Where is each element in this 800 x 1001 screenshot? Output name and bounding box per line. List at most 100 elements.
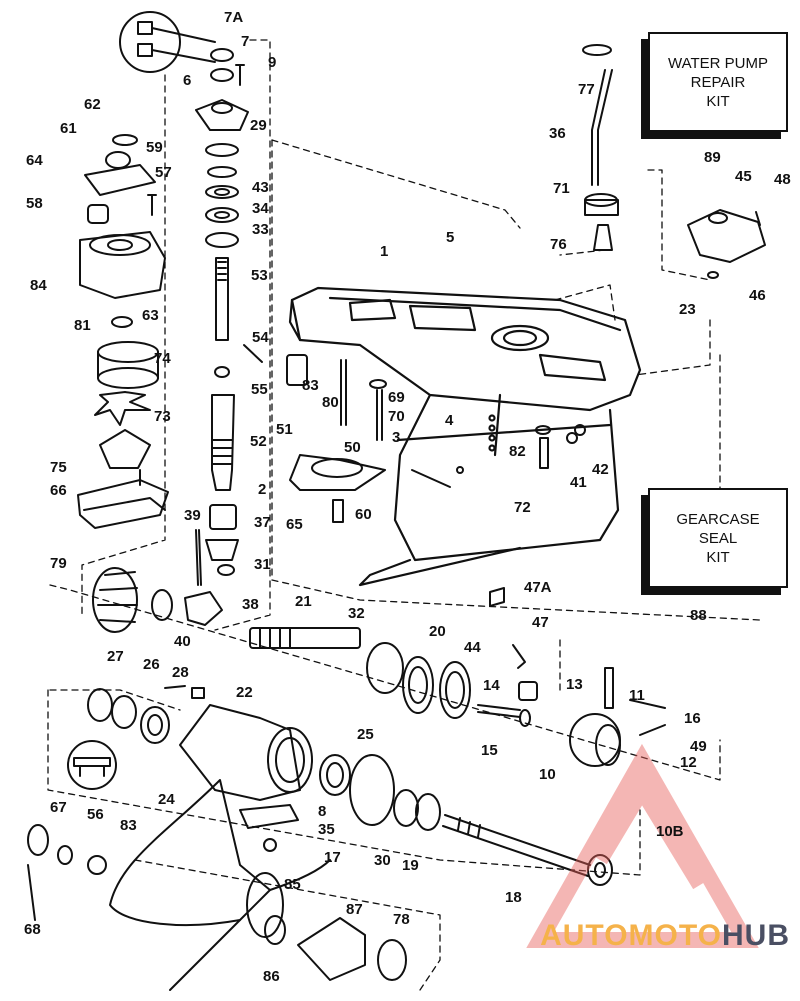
callout-89: 89 bbox=[704, 149, 721, 166]
callout: 41 bbox=[570, 474, 587, 491]
callout: 56 bbox=[87, 806, 104, 823]
callout: 13 bbox=[566, 676, 583, 693]
callout: 58 bbox=[26, 195, 43, 212]
callout: 8 bbox=[318, 803, 327, 820]
callout: 15 bbox=[481, 742, 498, 759]
callout: 20 bbox=[429, 623, 446, 640]
callout: 14 bbox=[483, 677, 500, 694]
callout: 78 bbox=[393, 911, 410, 928]
callout: 51 bbox=[276, 421, 293, 438]
gearcase-housing bbox=[288, 286, 642, 587]
callout: 77 bbox=[578, 81, 595, 98]
kit-line: WATER PUMP bbox=[668, 54, 768, 72]
callout: 67 bbox=[50, 799, 67, 816]
callout: 53 bbox=[251, 267, 268, 284]
callout-88: 88 bbox=[690, 607, 707, 624]
automotohub-logo: AUTOMOTOHUB bbox=[540, 919, 790, 953]
callout: 46 bbox=[749, 287, 766, 304]
propeller-parts bbox=[27, 779, 407, 991]
callout: 5 bbox=[446, 229, 455, 246]
callout: 10B bbox=[656, 823, 684, 840]
callout: 43 bbox=[252, 179, 269, 196]
callout: 66 bbox=[50, 482, 67, 499]
callout: 80 bbox=[322, 394, 339, 411]
callout: 87 bbox=[346, 901, 363, 918]
callout: 82 bbox=[509, 443, 526, 460]
callout: 21 bbox=[295, 593, 312, 610]
callout: 55 bbox=[251, 381, 268, 398]
callout: 17 bbox=[324, 849, 341, 866]
callout: 36 bbox=[549, 125, 566, 142]
callout: 52 bbox=[250, 433, 267, 450]
callout: 68 bbox=[24, 921, 41, 938]
logo-text-part1: AUTOMOTO bbox=[540, 919, 722, 952]
callout: 42 bbox=[592, 461, 609, 478]
callout: 7 bbox=[241, 33, 250, 50]
callout: 32 bbox=[348, 605, 365, 622]
callout: 50 bbox=[344, 439, 361, 456]
callout: 1 bbox=[380, 243, 389, 260]
water-pump-parts bbox=[77, 11, 263, 586]
logo-text-part2: HUB bbox=[722, 919, 790, 952]
callout: 16 bbox=[684, 710, 701, 727]
center-parts bbox=[286, 354, 586, 607]
callout: 85 bbox=[284, 876, 301, 893]
kit-line: GEARCASE bbox=[676, 510, 760, 528]
callout: 79 bbox=[50, 555, 67, 572]
callout: 84 bbox=[30, 277, 47, 294]
water-pump-repair-kit-box: WATER PUMP REPAIR KIT bbox=[648, 32, 788, 132]
callout: 47 bbox=[532, 614, 549, 631]
callout: 2 bbox=[258, 481, 267, 498]
callout: 11 bbox=[629, 687, 645, 704]
callout: 28 bbox=[172, 664, 189, 681]
callout: 19 bbox=[402, 857, 419, 874]
callout: 86 bbox=[263, 968, 280, 985]
callout: 83 bbox=[302, 377, 319, 394]
callout: 24 bbox=[158, 791, 175, 808]
kit-line: KIT bbox=[706, 548, 730, 566]
callout: 35 bbox=[318, 821, 335, 838]
gear-shaft-parts bbox=[92, 567, 666, 767]
callout: 81 bbox=[74, 317, 91, 334]
callout: 76 bbox=[550, 236, 567, 253]
callout: 38 bbox=[242, 596, 259, 613]
callout: 47A bbox=[524, 579, 552, 596]
callout: 7A bbox=[224, 9, 244, 26]
kit-line: REPAIR bbox=[690, 73, 746, 91]
callout: 62 bbox=[84, 96, 101, 113]
watermark-triangle bbox=[526, 743, 759, 948]
kit-line: SEAL bbox=[698, 529, 738, 547]
callout: 61 bbox=[60, 120, 77, 137]
callout: 33 bbox=[252, 221, 269, 238]
callout: 3 bbox=[392, 429, 401, 446]
callout: 40 bbox=[174, 633, 191, 650]
callout: 39 bbox=[184, 507, 201, 524]
callout: 29 bbox=[250, 117, 267, 134]
callout: 64 bbox=[26, 152, 43, 169]
callout: 10 bbox=[539, 766, 556, 783]
callout: 60 bbox=[355, 506, 372, 523]
callout: 26 bbox=[143, 656, 160, 673]
callout: 23 bbox=[679, 301, 696, 318]
callout: 69 bbox=[388, 389, 405, 406]
propeller-shaft bbox=[442, 814, 613, 886]
callout: 74 bbox=[154, 350, 171, 367]
assembly-guides bbox=[47, 39, 761, 991]
callout: 83 bbox=[120, 817, 137, 834]
kit-line: KIT bbox=[706, 92, 730, 110]
callout: 48 bbox=[774, 171, 791, 188]
callout: 65 bbox=[286, 516, 303, 533]
callout: 44 bbox=[464, 639, 481, 656]
callout: 9 bbox=[268, 54, 277, 71]
callout: 12 bbox=[680, 754, 697, 771]
callout: 54 bbox=[252, 329, 269, 346]
gearcase-seal-kit-box: GEARCASE SEAL KIT bbox=[648, 488, 788, 588]
callout: 37 bbox=[254, 514, 271, 531]
callout: 45 bbox=[735, 168, 752, 185]
right-parts bbox=[582, 44, 766, 279]
callout: 34 bbox=[252, 200, 269, 217]
callout: 4 bbox=[445, 412, 454, 429]
callout: 18 bbox=[505, 889, 522, 906]
callout: 22 bbox=[236, 684, 253, 701]
